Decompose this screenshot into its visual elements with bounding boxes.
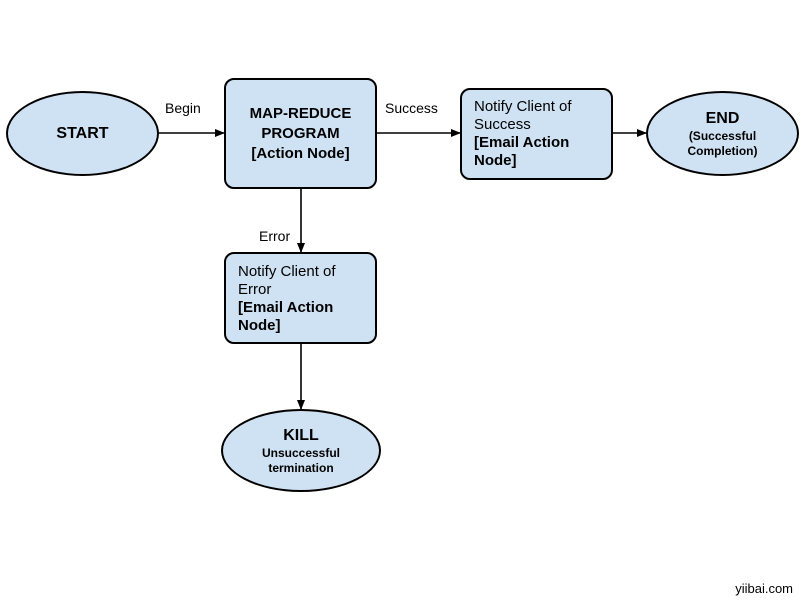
- start-node: START: [6, 91, 159, 176]
- mapreduce-line2: PROGRAM: [261, 124, 340, 142]
- notify-success-line3: [Email Action: [474, 134, 570, 151]
- notify-success-line4: Node]: [474, 152, 517, 169]
- mapreduce-action-node: MAP-REDUCE PROGRAM [Action Node]: [224, 78, 377, 189]
- end-node-title: END: [705, 109, 740, 127]
- edge-label-success: Success: [385, 100, 438, 116]
- notify-error-line4: Node]: [238, 317, 281, 334]
- edge-label-error: Error: [259, 228, 291, 244]
- notify-error-line3: [Email Action: [238, 299, 334, 316]
- notify-success-line2: Success: [474, 116, 531, 133]
- kill-node-sub1: Unsuccessful: [261, 445, 341, 460]
- kill-node-sub2: termination: [268, 460, 334, 475]
- end-node: END (Successful Completion): [646, 91, 799, 176]
- notify-error-line1: Notify Client of: [238, 263, 336, 280]
- kill-node-title: KILL: [283, 426, 319, 444]
- mapreduce-line3: [Action Node]: [251, 144, 350, 162]
- mapreduce-line1: MAP-REDUCE: [249, 104, 352, 122]
- end-node-sub1: (Successful: [688, 128, 757, 143]
- notify-error-node: Notify Client of Error [Email Action Nod…: [224, 252, 377, 344]
- edge-label-begin: Begin: [165, 100, 201, 116]
- start-node-title: START: [56, 124, 109, 142]
- notify-success-node: Notify Client of Success [Email Action N…: [460, 88, 613, 180]
- end-node-sub2: Completion): [687, 143, 758, 158]
- watermark-text: yiibai.com: [735, 581, 793, 596]
- notify-error-line2: Error: [238, 281, 272, 298]
- notify-success-line1: Notify Client of: [474, 98, 572, 115]
- kill-node: KILL Unsuccessful termination: [221, 409, 381, 492]
